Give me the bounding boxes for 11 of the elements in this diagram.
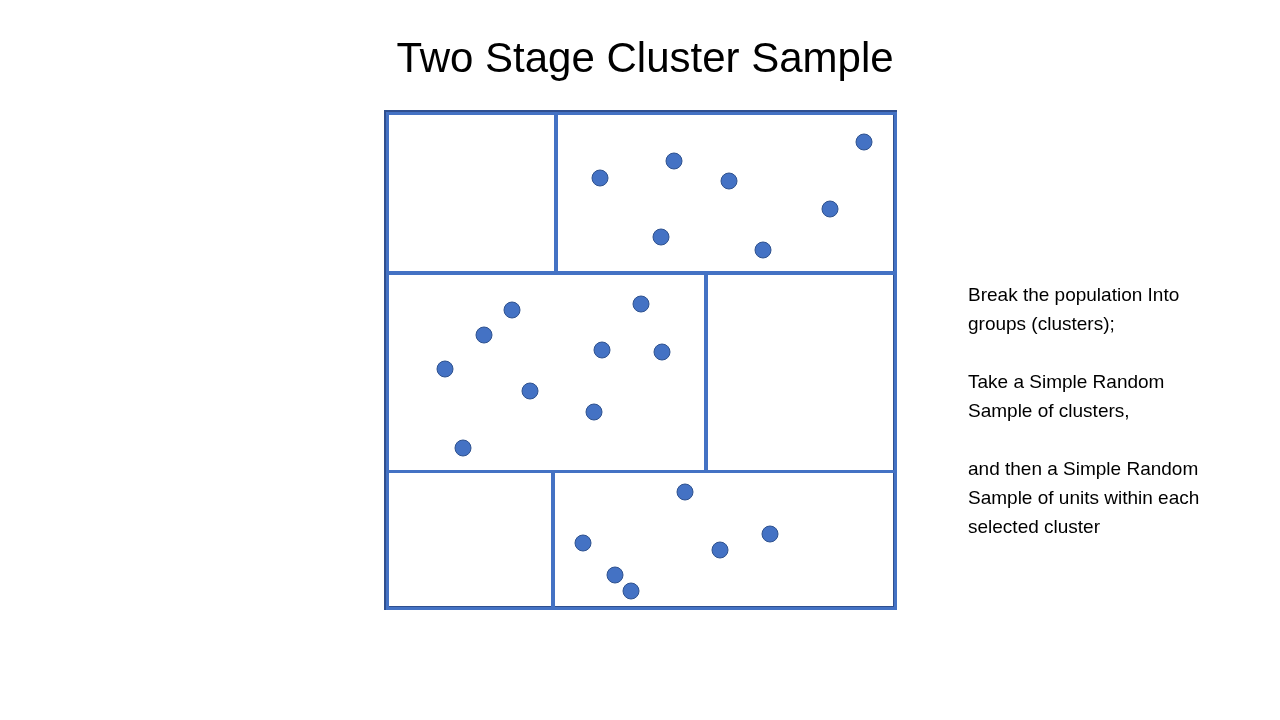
cluster-box	[555, 112, 897, 274]
cluster-box	[386, 272, 707, 473]
cluster-box	[386, 470, 554, 610]
note-text: and then a Simple Random Sample of units within each selected cluster	[968, 457, 1201, 539]
population-box	[384, 110, 897, 610]
note-text: Break the population Into groups (clusters);	[968, 283, 1181, 336]
cluster-box	[705, 272, 897, 473]
note-text: Take a Simple Random Sample of clusters,	[968, 370, 1166, 423]
cluster-box	[552, 470, 897, 610]
cluster-box	[386, 112, 557, 274]
title: Two Stage Cluster Sample	[395, 33, 895, 83]
